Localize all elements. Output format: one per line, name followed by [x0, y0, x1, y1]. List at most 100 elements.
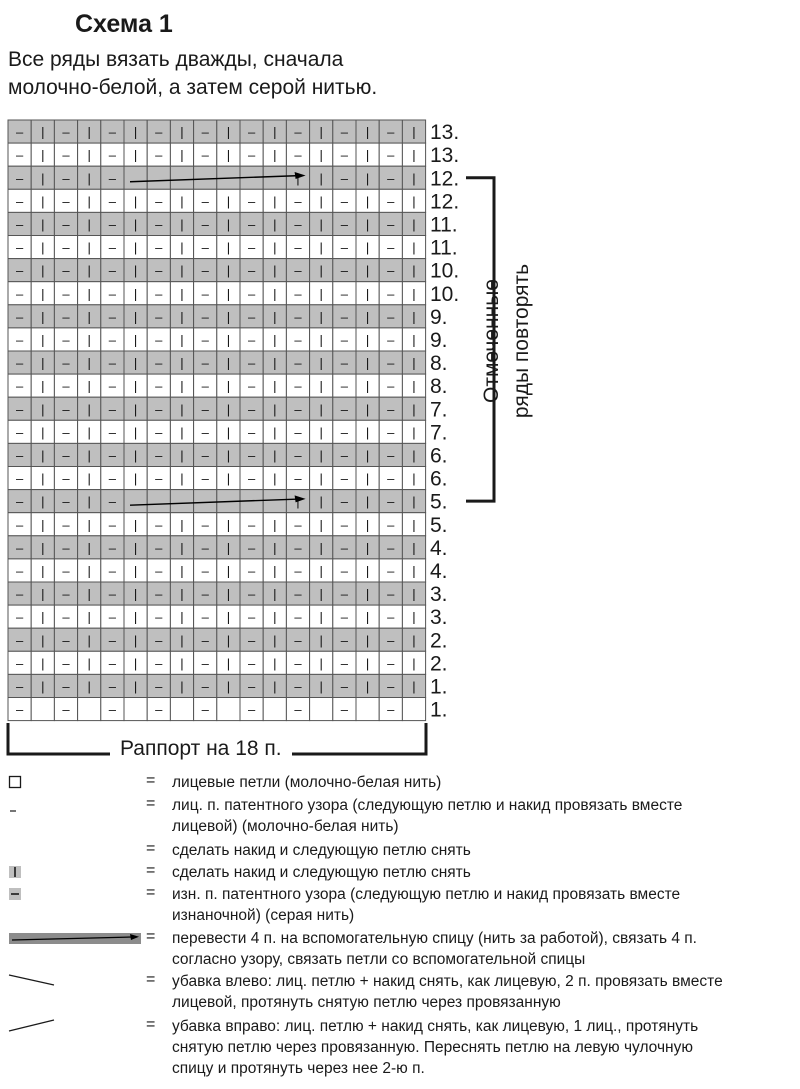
stitch-bar-mark: |	[227, 610, 230, 625]
stitch-bar-mark: |	[134, 286, 137, 301]
stitch-dash-mark: –	[62, 633, 70, 648]
chart-cell	[123, 489, 148, 514]
stitch-dash-mark: –	[202, 148, 210, 163]
stitch-bar-mark: |	[320, 540, 323, 555]
stitch-bar-mark: |	[320, 587, 323, 602]
stitch-bar-mark: |	[180, 379, 183, 394]
chart-cell	[216, 697, 241, 722]
page-title: Схема 1	[75, 10, 173, 38]
stitch-dash-mark: –	[294, 656, 302, 671]
row-label: 1.	[430, 675, 448, 698]
stitch-dash-mark: –	[62, 448, 70, 463]
stitch-dash-mark: –	[248, 217, 256, 232]
stitch-bar-mark: |	[412, 263, 415, 278]
cable-arrow-head	[294, 495, 306, 503]
stitch-bar-mark: |	[296, 494, 299, 509]
chart-cell	[262, 165, 287, 190]
stitch-dash-mark: –	[387, 702, 395, 717]
stitch-dash-mark: –	[202, 517, 210, 532]
stitch-bar-mark: |	[134, 587, 137, 602]
stitch-bar-mark: |	[88, 194, 91, 209]
arrow-bar-icon	[9, 933, 141, 944]
stitch-dash-mark: –	[248, 656, 256, 671]
stitch-bar-mark: |	[134, 356, 137, 371]
stitch-dash-mark: –	[248, 240, 256, 255]
stitch-dash-mark: –	[202, 425, 210, 440]
stitch-bar-mark: |	[227, 125, 230, 140]
stitch-dash-mark: –	[16, 194, 24, 209]
row-label: 5.	[430, 514, 448, 537]
row-label: 7.	[430, 398, 448, 421]
stitch-dash-mark: –	[16, 679, 24, 694]
stitch-bar-mark: |	[88, 148, 91, 163]
stitch-dash-mark: –	[202, 356, 210, 371]
stitch-dash-mark: –	[62, 332, 70, 347]
stitch-dash-mark: –	[16, 286, 24, 301]
cable-arrows	[129, 171, 306, 506]
stitch-bar-mark: |	[41, 633, 44, 648]
stitch-dash-mark: –	[341, 332, 349, 347]
stitch-bar-mark: |	[180, 563, 183, 578]
stitch-bar-mark: |	[180, 425, 183, 440]
stitch-dash-mark: –	[248, 702, 256, 717]
legend-equals: =	[146, 1016, 156, 1033]
stitch-dash-mark: –	[248, 425, 256, 440]
stitch-dash-mark: –	[16, 633, 24, 648]
stitch-dash-mark: –	[202, 656, 210, 671]
legend-line: изн. п. патентного узора (следующую петл…	[172, 886, 681, 903]
stitch-dash-mark: –	[202, 471, 210, 486]
stitch-bar-mark: |	[41, 240, 44, 255]
stitch-bar-mark: |	[227, 471, 230, 486]
stitch-bar-mark: |	[366, 332, 369, 347]
stitch-dash-mark: –	[248, 402, 256, 417]
legend-equals: =	[146, 971, 156, 988]
stitch-bar-mark: |	[412, 471, 415, 486]
stitch-bar-mark: |	[88, 587, 91, 602]
stitch-bar-mark: |	[366, 309, 369, 324]
legend-text: лиц. п. патентного узора (следующую петл…	[172, 795, 797, 837]
stitch-dash-mark: –	[341, 240, 349, 255]
stitch-dash-mark: –	[341, 540, 349, 555]
stitch-bar-mark: |	[227, 379, 230, 394]
decrease-left-icon	[8, 974, 55, 986]
stitch-dash-mark: –	[341, 148, 349, 163]
stitch-bar-mark: |	[273, 286, 276, 301]
stitch-bar-mark: |	[227, 309, 230, 324]
stitch-dash-mark: –	[294, 702, 302, 717]
stitch-dash-mark: –	[387, 540, 395, 555]
stitch-dash-mark: –	[248, 633, 256, 648]
stitch-dash-mark: –	[387, 217, 395, 232]
stitch-dash-mark: –	[62, 309, 70, 324]
chart-grid: – | – | – | – | – | – | – | – | – | – | – | – | – | – | – | – | – | – | – | – |…	[7, 119, 427, 722]
stitch-dash-mark: –	[248, 263, 256, 278]
stitch-bar-mark: |	[273, 610, 276, 625]
stitch-dash-mark: –	[202, 332, 210, 347]
repeat-label-line-1: Отмеченные	[480, 279, 503, 403]
stitch-dash-mark: –	[109, 148, 117, 163]
row-label: 8.	[430, 375, 448, 398]
legend-line: убавка вправо: лиц. петлю + накид снять,…	[172, 1018, 699, 1035]
stitch-bar-mark: |	[320, 425, 323, 440]
stitch-dash-mark: –	[109, 309, 117, 324]
stitch-bar-mark: |	[180, 332, 183, 347]
stitch-dash-mark: –	[155, 402, 163, 417]
stitch-bar-mark: |	[227, 656, 230, 671]
rapport-label: Раппорт на 18 п.	[110, 737, 292, 761]
stitch-bar-mark: |	[88, 125, 91, 140]
stitch-dash-mark: –	[16, 240, 24, 255]
repeat-label-line-2: ряды повторять	[510, 263, 533, 419]
stitch-bar-mark: |	[366, 286, 369, 301]
stitch-bar-mark: |	[412, 448, 415, 463]
stitch-bar-mark: |	[227, 517, 230, 532]
stitch-dash-mark: –	[341, 679, 349, 694]
stitch-dash-mark: –	[202, 563, 210, 578]
chart-cell	[262, 489, 287, 514]
stitch-dash-mark: –	[387, 563, 395, 578]
cable-arrow-head	[294, 171, 306, 179]
stitch-dash-mark: –	[202, 240, 210, 255]
stitch-bar-mark: |	[366, 217, 369, 232]
stitch-bar-mark: |	[180, 240, 183, 255]
short-dash-icon	[10, 810, 16, 812]
stitch-bar-mark: |	[273, 563, 276, 578]
chart-cell	[146, 165, 171, 190]
